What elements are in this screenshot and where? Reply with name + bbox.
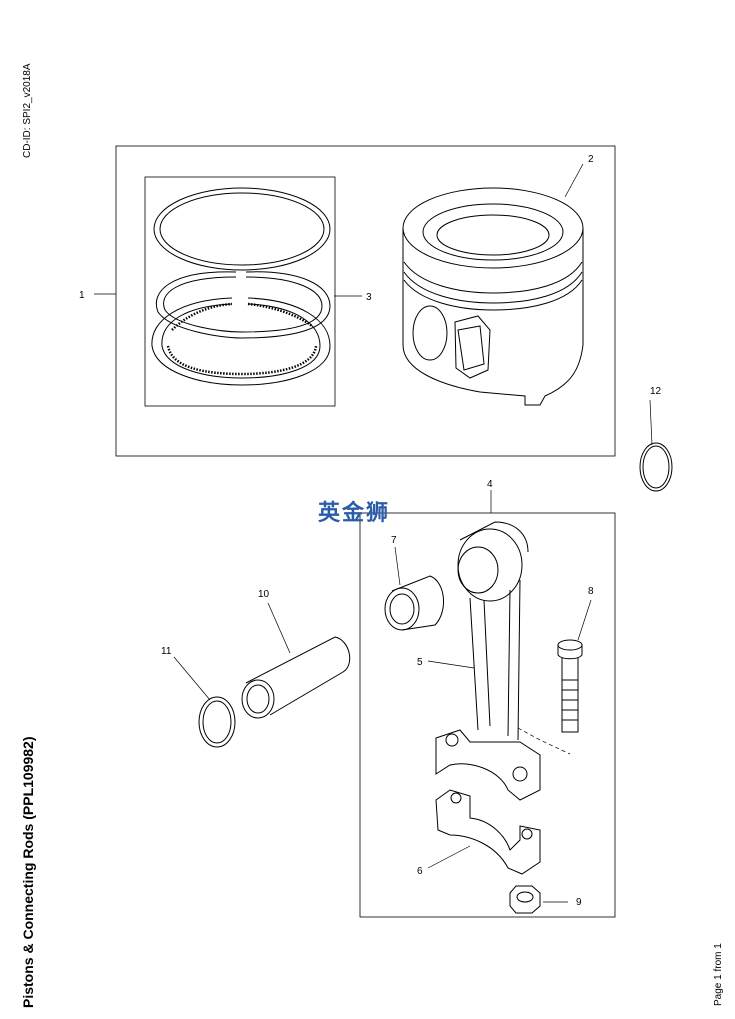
callout-3: 3 (366, 292, 372, 303)
connecting-rod-5 (435, 521, 541, 801)
callout-1: 1 (79, 290, 85, 301)
watermark: 英金狮 (318, 501, 391, 526)
callout-12: 12 (650, 386, 662, 397)
piston (402, 187, 584, 406)
callout-7: 7 (391, 535, 397, 546)
piston-rings (151, 187, 331, 386)
connecting-rod-frame (359, 512, 616, 918)
rod-cap-6 (435, 789, 541, 875)
callout-5: 5 (417, 657, 423, 668)
page-title: Pistons & Connecting Rods (PPL109982) (20, 736, 36, 1009)
callout-9: 9 (576, 897, 582, 908)
nut-9 (509, 885, 541, 914)
callout-11: 11 (161, 646, 172, 657)
ring-set-frame (144, 176, 336, 407)
circlip-11 (198, 696, 236, 748)
piston-assembly-frame (115, 145, 616, 457)
gudgeon-pin-10 (241, 636, 351, 719)
page-number: Page 1 from 1 (713, 943, 724, 1006)
callout-8: 8 (588, 586, 594, 597)
circlip-12 (639, 442, 673, 492)
cd-id-label: CD-ID: SPI2_v2018A (22, 63, 33, 159)
callout-4: 4 (487, 479, 493, 490)
leader-lines (94, 163, 653, 903)
bolt-8 (557, 639, 583, 733)
callout-6: 6 (417, 866, 423, 877)
callout-2: 2 (588, 154, 594, 165)
bush-7 (384, 575, 445, 631)
callout-10: 10 (258, 589, 270, 600)
